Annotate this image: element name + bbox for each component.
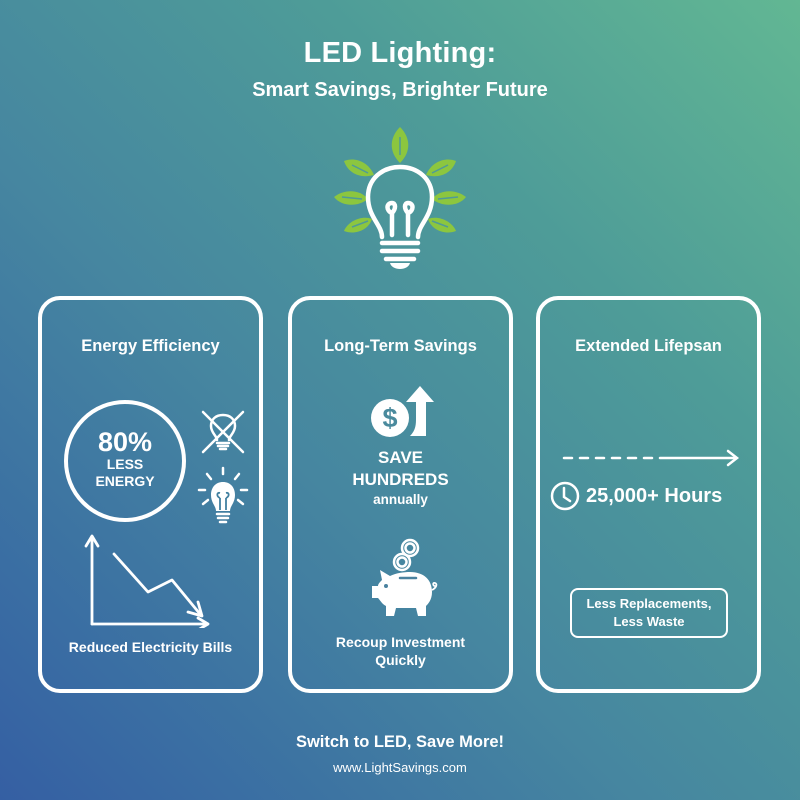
waste-badge: Less Replacements, Less Waste <box>570 588 728 638</box>
piggy-bank-icon <box>372 538 438 616</box>
hours-value: 25,000+ Hours <box>586 484 723 507</box>
timeline-arrow-icon <box>562 449 740 467</box>
crossed-out-bulb-icon <box>201 410 245 454</box>
save-headline-line1: SAVE <box>377 448 424 467</box>
card-extended-lifespan: Extended Lifepsan 25,000+ Hours Less Rep… <box>536 296 761 693</box>
page-title: LED Lighting: <box>303 37 497 69</box>
clock-icon <box>550 481 580 511</box>
badge-line2: Less Waste <box>613 614 685 629</box>
dollar-up-arrow-icon: $ <box>371 386 434 437</box>
svg-text:$: $ <box>382 403 397 433</box>
glowing-led-bulb-icon <box>197 466 249 524</box>
card-caption-line1: Recoup Investment <box>335 634 466 650</box>
card-caption: Reduced Electricity Bills <box>68 639 233 655</box>
page-subtitle: Smart Savings, Brighter Future <box>252 79 548 101</box>
card-title: Long-Term Savings <box>324 337 477 355</box>
card-energy-efficiency: Energy Efficiency 80% LESS ENERGY <box>38 296 263 693</box>
stat-label-line1: LESS <box>106 456 144 472</box>
card-long-term-savings: Long-Term Savings $ SAVE HUNDREDS annual… <box>288 296 513 693</box>
card-title: Energy Efficiency <box>81 337 220 355</box>
stat-label-line2: ENERGY <box>95 473 155 489</box>
save-subline: annually <box>373 492 428 507</box>
lifespan-hours: 25,000+ Hours <box>550 480 750 512</box>
lightbulb-with-leaves-icon <box>334 127 466 269</box>
stat-circle: 80% LESS ENERGY <box>64 400 186 522</box>
card-title: Extended Lifepsan <box>575 337 722 355</box>
call-to-action: Switch to LED, Save More! <box>295 733 505 751</box>
declining-chart-icon <box>84 534 210 628</box>
badge-line1: Less Replacements, <box>586 596 712 611</box>
card-caption-line2: Quickly <box>375 652 426 668</box>
website-url[interactable]: www.LightSavings.com <box>333 760 467 775</box>
stat-value: 80% <box>97 427 153 457</box>
save-headline-line2: HUNDREDS <box>352 470 449 489</box>
